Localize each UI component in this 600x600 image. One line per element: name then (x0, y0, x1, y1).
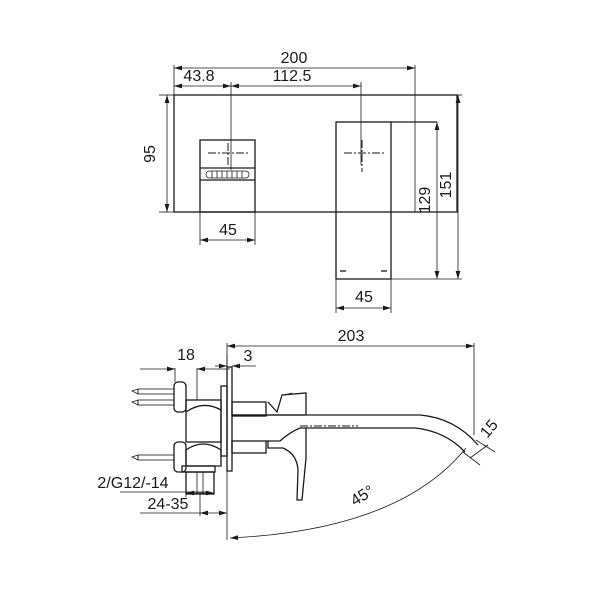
dim-overall-width: 200 (281, 50, 308, 67)
side-view: 203 18 3 2/G12/-14 24-35 45° 15 (97, 328, 502, 541)
side-spout (231, 392, 479, 501)
dim-wall-range: 24-35 (148, 496, 189, 513)
dim-spout-depth-total: 151 (438, 172, 455, 199)
top-view: 200 43.8 112.5 95 (142, 50, 462, 313)
spout-block (335, 121, 437, 280)
dim-thread-connection: 2/G12/-14 (97, 475, 168, 492)
dim-center-spacing: 112.5 (273, 68, 312, 85)
dim-offset-left: 43.8 (183, 68, 214, 85)
dim-overall-projection: 203 (338, 328, 365, 345)
dim-outlet-height: 15 (477, 417, 502, 442)
dim-handle-width: 45 (219, 222, 237, 239)
dim-spout-depth-inner: 129 (417, 187, 434, 214)
dim-body-depth: 18 (177, 347, 195, 364)
handle-block (199, 139, 256, 213)
dim-spout-width: 45 (355, 289, 373, 306)
wall-plate-outline (173, 94, 458, 213)
dim-plate-height: 95 (142, 145, 159, 163)
side-wall-plate (226, 366, 233, 472)
dim-plate-thickness: 3 (244, 348, 253, 365)
dim-handle-rotation: 45° (348, 483, 378, 510)
